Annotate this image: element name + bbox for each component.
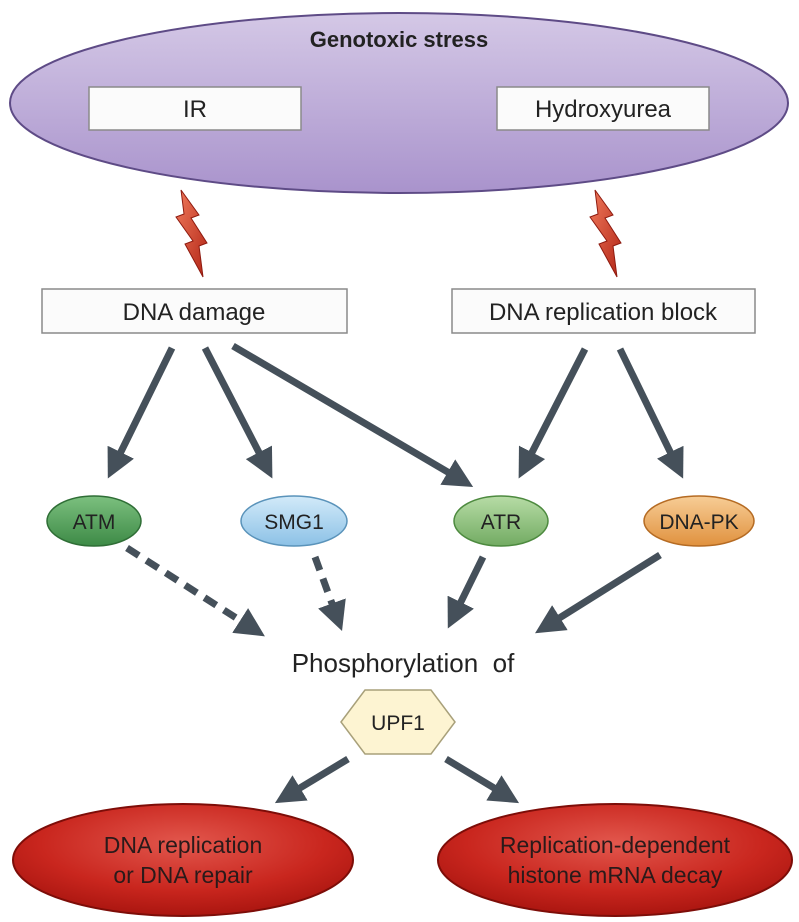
arrow-dnapk — [535, 552, 662, 634]
arrow-smg1-dashed — [311, 555, 346, 632]
arrow-dna-damage-to-smg1 — [201, 346, 273, 479]
smg1-label: SMG1 — [264, 511, 324, 534]
arrow-replication-block-to-dnapk — [616, 347, 684, 479]
arrow-upf1-to-replication — [274, 756, 350, 804]
ir-label: IR — [183, 96, 207, 123]
lightning-bolt-icon-left — [175, 189, 208, 278]
kinase-arrows — [125, 545, 662, 637]
arrow-upf1-to-histone-decay — [444, 756, 520, 804]
genotoxic-stress-title: Genotoxic stress — [310, 27, 489, 52]
arrow-atm-dashed — [125, 545, 265, 637]
upf1-hexagon: UPF1 — [340, 689, 456, 755]
arrow-dna-damage-to-atm — [107, 346, 176, 479]
arrow-replication-block-to-atr — [518, 347, 589, 479]
phosphorylation-label: Phosphorylation of — [292, 648, 515, 678]
outcome-dna-replication: DNA replication or DNA repair — [12, 803, 354, 917]
outcome-histone-decay: Replication-dependent histone mRNA decay — [437, 803, 793, 917]
kinase-atr: ATR — [453, 495, 549, 547]
dna-replication-block-label: DNA replication block — [489, 299, 718, 326]
dnapk-label: DNA-PK — [659, 511, 738, 534]
dna-damage-label: DNA damage — [123, 299, 266, 326]
hydroxyurea-label: Hydroxyurea — [535, 96, 672, 123]
outcome-arrows — [274, 756, 520, 804]
arrow-atr — [447, 555, 487, 629]
genotoxic-stress: Genotoxic stress — [9, 12, 789, 194]
dna-damage-box: DNA damage — [41, 288, 348, 334]
hydroxyurea-box: Hydroxyurea — [496, 86, 710, 131]
kinase-atm: ATM — [46, 495, 142, 547]
outcome-histone-decay-line1: Replication-dependent — [500, 832, 731, 858]
atr-label: ATR — [481, 511, 521, 534]
kinase-smg1: SMG1 — [240, 495, 348, 547]
dna-replication-block-box: DNA replication block — [451, 288, 756, 334]
kinase-dnapk: DNA-PK — [643, 495, 755, 547]
atm-label: ATM — [73, 511, 116, 534]
lightning-bolt-icon-right — [589, 189, 622, 278]
ir-box: IR — [88, 86, 302, 131]
arrow-dna-damage-to-atr — [231, 342, 474, 487]
outcome-dna-replication-line2: or DNA repair — [113, 862, 253, 888]
outcome-dna-replication-line1: DNA replication — [104, 832, 263, 858]
upf1-label: UPF1 — [371, 712, 425, 735]
outcome-histone-decay-line2: histone mRNA decay — [508, 862, 723, 888]
lesion-arrows — [107, 342, 684, 487]
